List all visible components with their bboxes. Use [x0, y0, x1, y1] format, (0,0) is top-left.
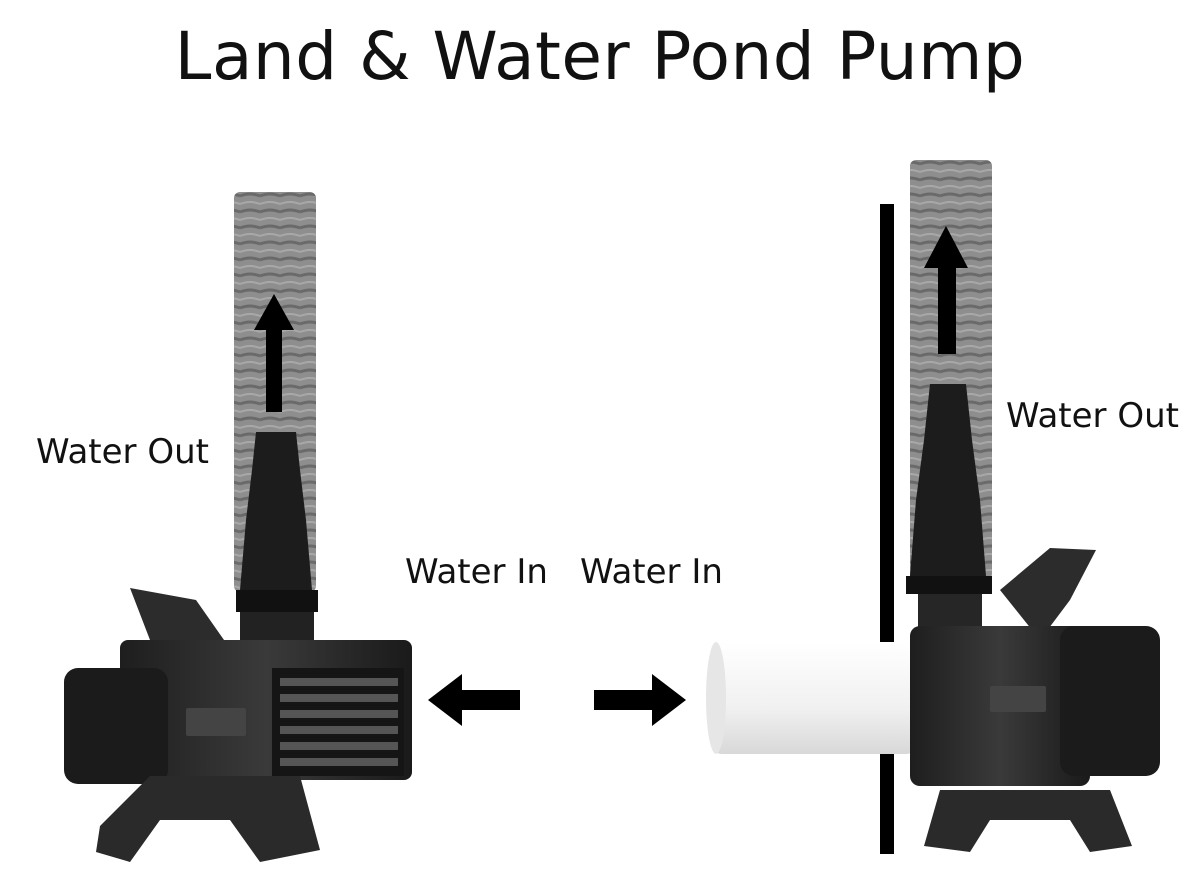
left-up-arrow — [254, 294, 294, 412]
diagram-title: Land & Water Pond Pump — [174, 18, 1026, 95]
right-pump — [706, 160, 1160, 854]
left-inlet-port — [64, 668, 168, 784]
left-outlet-nozzle — [240, 432, 312, 590]
left-foot — [96, 776, 320, 862]
left-water-out-label: Water Out — [36, 432, 209, 472]
left-fin — [130, 588, 224, 650]
right-inlet-port — [1060, 626, 1160, 776]
left-water-in-label: Water In — [405, 552, 548, 592]
left-water-in-arrow — [428, 674, 520, 726]
left-pump — [64, 192, 412, 862]
right-water-in-label: Water In — [580, 552, 723, 592]
right-up-arrow — [924, 226, 968, 354]
right-fin — [1000, 548, 1096, 640]
right-water-in-arrow — [594, 674, 686, 726]
right-foot — [924, 790, 1132, 852]
left-intake-grille — [272, 668, 404, 776]
pvc-pipe — [712, 642, 916, 754]
pond-wall — [880, 204, 894, 854]
right-outlet-nozzle — [910, 384, 986, 576]
right-water-out-label: Water Out — [1006, 396, 1179, 436]
